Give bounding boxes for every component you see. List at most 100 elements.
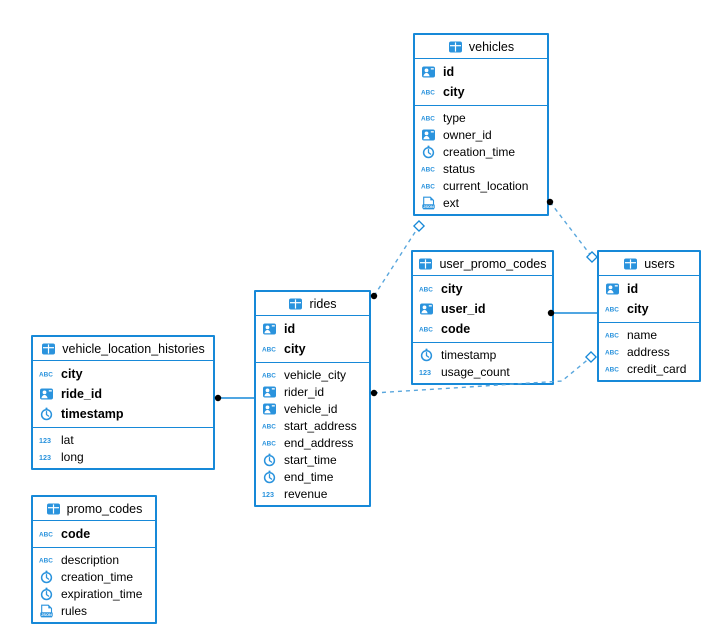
primary-key-section: ABC city ride_id timestamp (33, 361, 213, 428)
column-name: city (443, 85, 465, 99)
uuid-icon (421, 128, 438, 142)
table-user_promo_codes[interactable]: user_promo_codes ABC city user_id ABC co… (411, 250, 554, 385)
table-title: vehicles (468, 39, 515, 54)
column-row-promo_codes-rules: JSON rules (33, 602, 155, 619)
columns-section: ABC type owner_id creation_time ABC stat… (415, 106, 547, 214)
column-row-vehicles-current_location: ABC current_location (415, 177, 547, 194)
table-icon (448, 40, 463, 54)
table-vehicles[interactable]: vehicles id ABC city ABC type owner_id (413, 33, 549, 216)
column-name: timestamp (61, 407, 124, 421)
columns-section: ABC vehicle_city rider_id vehicle_id ABC… (256, 363, 369, 505)
svg-text:ABC: ABC (39, 557, 53, 564)
column-row-vehicle_location_histories-lat: 123 lat (33, 431, 213, 448)
column-name: name (627, 327, 658, 342)
string-icon: ABC (39, 553, 56, 567)
column-name: usage_count (441, 364, 510, 379)
column-row-rides-start_address: ABC start_address (256, 417, 369, 434)
column-name: code (61, 527, 91, 541)
column-row-rides-start_time: start_time (256, 451, 369, 468)
column-name: id (627, 282, 639, 296)
column-name: vehicle_id (284, 401, 338, 416)
table-users[interactable]: users id ABC city ABC name ABC address A… (597, 250, 701, 382)
table-rides[interactable]: rides id ABC city ABC vehicle_city rider… (254, 290, 371, 507)
column-name: revenue (284, 486, 328, 501)
number-icon: 123 (39, 433, 56, 447)
relation-diamond-vehicles (412, 219, 426, 233)
table-header-vehicle_location_histories[interactable]: vehicle_location_histories (33, 337, 213, 361)
svg-text:ABC: ABC (605, 349, 619, 356)
table-header-rides[interactable]: rides (256, 292, 369, 316)
column-row-promo_codes-creation_time: creation_time (33, 568, 155, 585)
column-name: status (443, 161, 476, 176)
table-header-user_promo_codes[interactable]: user_promo_codes (413, 252, 552, 276)
string-icon: ABC (605, 328, 622, 342)
column-row-users-address: ABC address (599, 343, 699, 360)
column-name: lat (61, 432, 74, 447)
column-name: creation_time (61, 569, 134, 584)
json-icon: JSON (39, 604, 56, 618)
column-row-promo_codes-expiration_time: expiration_time (33, 585, 155, 602)
column-row-rides-revenue: 123 revenue (256, 485, 369, 502)
column-row-users-credit_card: ABC credit_card (599, 360, 699, 377)
uuid-icon (262, 385, 279, 399)
string-icon: ABC (421, 162, 438, 176)
columns-section: 123 lat 123 long (33, 428, 213, 468)
table-icon (623, 257, 638, 271)
table-icon (41, 342, 56, 356)
column-row-vehicle_location_histories-city: ABC city (33, 364, 213, 384)
svg-text:ABC: ABC (421, 115, 435, 122)
svg-text:ABC: ABC (421, 183, 435, 190)
column-name: city (441, 282, 463, 296)
primary-key-section: id ABC city (599, 276, 699, 323)
column-row-rides-id: id (256, 319, 369, 339)
table-title: promo_codes (66, 501, 143, 516)
table-header-vehicles[interactable]: vehicles (415, 35, 547, 59)
svg-text:ABC: ABC (605, 332, 619, 339)
string-icon: ABC (39, 367, 56, 381)
table-vehicle_location_histories[interactable]: vehicle_location_histories ABC city ride… (31, 335, 215, 470)
string-icon: ABC (605, 345, 622, 359)
number-icon: 123 (262, 487, 279, 501)
string-icon: ABC (419, 282, 436, 296)
table-icon (288, 297, 303, 311)
column-row-rides-end_address: ABC end_address (256, 434, 369, 451)
svg-text:123: 123 (39, 435, 51, 444)
string-icon: ABC (39, 527, 56, 541)
column-row-user_promo_codes-city: ABC city (413, 279, 552, 299)
string-icon: ABC (605, 362, 622, 376)
relation-dot-rides (370, 389, 378, 397)
column-row-vehicles-city: ABC city (415, 82, 547, 102)
table-icon (418, 257, 433, 271)
column-row-rides-end_time: end_time (256, 468, 369, 485)
column-name: city (284, 342, 306, 356)
column-name: owner_id (443, 127, 492, 142)
svg-text:ABC: ABC (262, 372, 276, 379)
column-name: type (443, 110, 466, 125)
column-row-vehicles-status: ABC status (415, 160, 547, 177)
table-promo_codes[interactable]: promo_codes ABC code ABC description cre… (31, 495, 157, 624)
relation-diamond-users (584, 350, 598, 364)
column-row-rides-rider_id: rider_id (256, 383, 369, 400)
primary-key-section: id ABC city (415, 59, 547, 106)
svg-text:123: 123 (39, 452, 51, 461)
columns-section: timestamp 123 usage_count (413, 343, 552, 383)
string-icon: ABC (262, 342, 279, 356)
column-row-user_promo_codes-usage_count: 123 usage_count (413, 363, 552, 380)
svg-text:ABC: ABC (39, 371, 53, 378)
string-icon: ABC (262, 419, 279, 433)
uuid-icon (605, 282, 622, 296)
table-header-users[interactable]: users (599, 252, 699, 276)
column-name: rider_id (284, 384, 325, 399)
column-name: address (627, 344, 670, 359)
column-name: vehicle_city (284, 367, 347, 382)
table-header-promo_codes[interactable]: promo_codes (33, 497, 155, 521)
column-row-promo_codes-description: ABC description (33, 551, 155, 568)
timestamp-icon (39, 570, 56, 584)
svg-text:123: 123 (419, 367, 431, 376)
svg-text:ABC: ABC (421, 89, 435, 96)
timestamp-icon (421, 145, 438, 159)
number-icon: 123 (39, 450, 56, 464)
primary-key-section: ABC city user_id ABC code (413, 276, 552, 343)
column-row-users-name: ABC name (599, 326, 699, 343)
